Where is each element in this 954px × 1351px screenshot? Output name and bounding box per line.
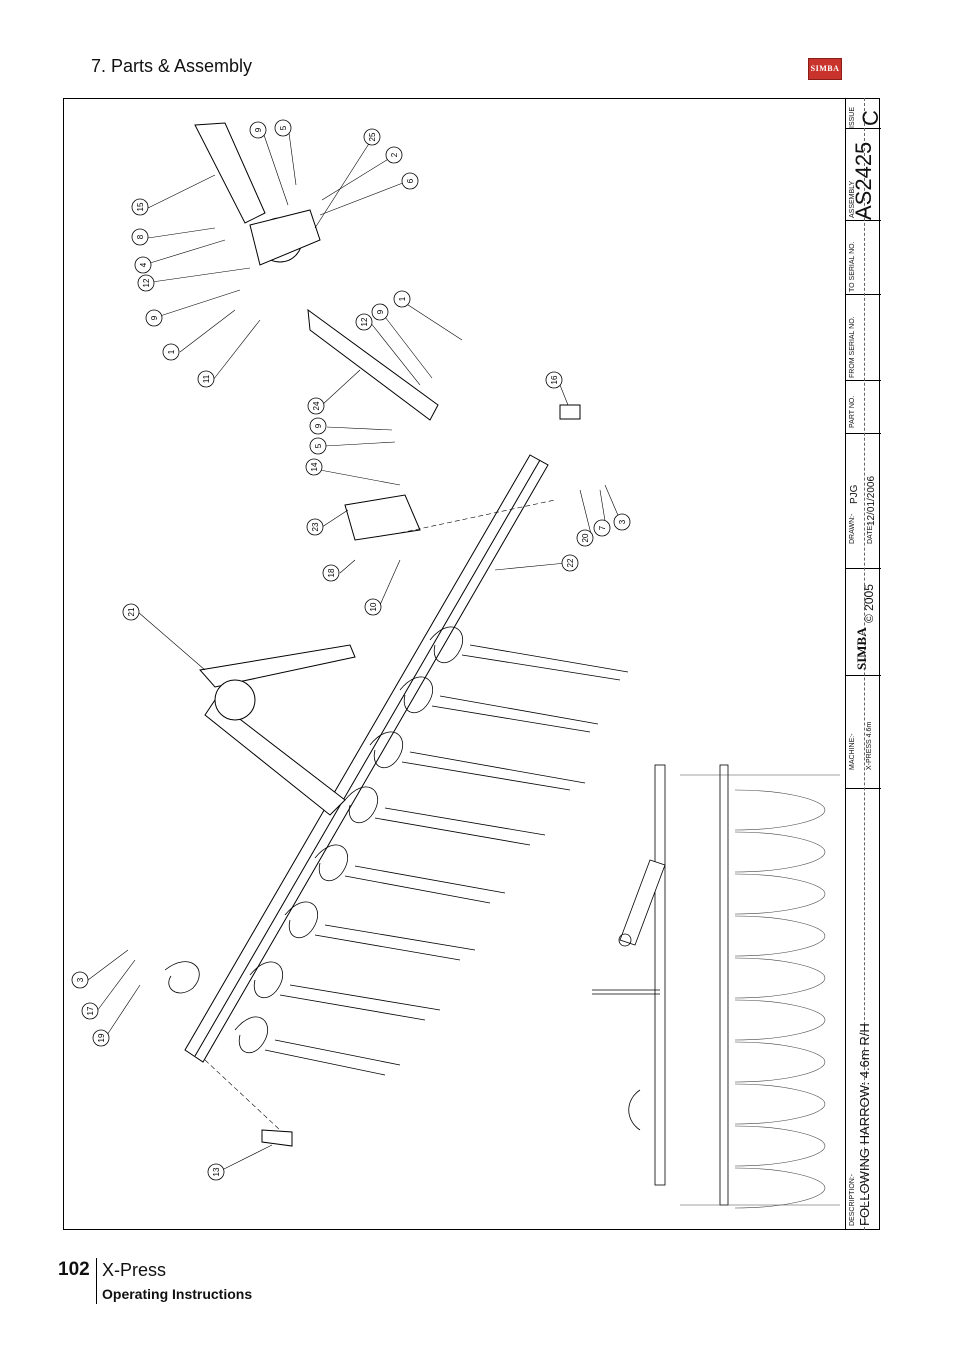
drawing-frame (63, 98, 880, 1230)
callout-circle (593, 519, 611, 537)
callout-circle (309, 437, 327, 455)
footer-divider (96, 1258, 97, 1304)
callout-label: 21 (127, 607, 136, 616)
drawn-value: PJG (849, 484, 860, 504)
page-number: 102 (58, 1259, 90, 1280)
description-label: DESCRIPTION:- (849, 1173, 856, 1226)
callout-circle (306, 518, 324, 536)
issue-value: C (858, 110, 883, 126)
callout-circle (576, 529, 594, 547)
machine-value: X-PRESS 4.6m (866, 721, 873, 770)
callout-circle (305, 458, 323, 476)
callout-label: 2 (390, 152, 399, 157)
issue-label: ISSUE (849, 106, 856, 128)
callout-circle (274, 119, 292, 137)
callout-circle (197, 370, 215, 388)
callout-circle (371, 303, 389, 321)
callout-label: 4 (139, 262, 148, 267)
callout-circle (307, 397, 325, 415)
callout-circle (561, 554, 579, 572)
callout-label: 12 (360, 317, 369, 326)
callout-label: 1 (167, 349, 176, 354)
callout-label: 5 (279, 125, 288, 130)
callout-label: 20 (581, 533, 590, 542)
callout-label: 3 (76, 977, 85, 982)
callout-circle (393, 290, 411, 308)
callout-label: 22 (566, 558, 575, 567)
callout-circle (131, 198, 149, 216)
date-value: 12/01/2006 (866, 475, 877, 526)
callout-circle (309, 417, 327, 435)
callout-circle (249, 121, 267, 139)
part-no-label: PART NO. (849, 395, 856, 428)
callout-label: 19 (97, 1033, 106, 1042)
callout-label: 18 (327, 568, 336, 577)
callout-circle (385, 146, 403, 164)
callout-label: 17 (86, 1006, 95, 1015)
callout-label: 6 (406, 178, 415, 183)
callout-label: 10 (369, 602, 378, 611)
callout-label: 8 (136, 234, 145, 239)
callout-label: 3 (618, 519, 627, 524)
simba-logo: SIMBA (808, 58, 842, 80)
callout-circle (363, 128, 381, 146)
copyright: © 2005 (862, 584, 876, 623)
callout-label: 9 (150, 315, 159, 320)
callout-circle (355, 313, 373, 331)
callout-circle (207, 1163, 225, 1181)
callout-circle (322, 564, 340, 582)
callout-circle (134, 256, 152, 274)
callout-label: 16 (550, 375, 559, 384)
callout-circle (145, 309, 163, 327)
callout-label: 9 (314, 423, 323, 428)
callout-label: 9 (254, 127, 263, 132)
callout-label: 15 (136, 202, 145, 211)
callout-circle (81, 1002, 99, 1020)
callout-label: 14 (310, 462, 319, 471)
section-title: 7. Parts & Assembly (91, 56, 253, 76)
callout-label: 24 (312, 401, 321, 410)
callout-label: 12 (142, 278, 151, 287)
callout-circle (162, 343, 180, 361)
callout-label: 13 (212, 1167, 221, 1176)
callout-label: 11 (202, 374, 211, 383)
callout-label: 25 (368, 132, 377, 141)
callout-label: 5 (314, 443, 323, 448)
manual-type: Operating Instructions (102, 1286, 253, 1302)
callout-circle (137, 274, 155, 292)
drawn-label: DRAWN:- (849, 513, 856, 544)
title-block: ISSUE C ASSEMBLY AS2425 TO SERIAL NO. FR… (845, 98, 883, 1230)
callout-label: 1 (398, 296, 407, 301)
callout-label: 9 (376, 309, 385, 314)
callout-circle (364, 598, 382, 616)
callout-circle (545, 371, 563, 389)
callout-label: 7 (598, 525, 607, 530)
callout-label: 23 (311, 522, 320, 531)
callout-circle (71, 971, 89, 989)
callout-circle (613, 513, 631, 531)
description-value: FOLLOWING HARROW: 4.6m R/H (857, 1023, 872, 1226)
exploded-parts-drawing: 9 5 25 2 6 15 8 4 12 9 1 11 12 9 1 24 9 … (71, 119, 840, 1209)
assembly-value: AS2425 (851, 141, 876, 220)
callout-circle (92, 1029, 110, 1047)
machine-label: MACHINE:- (849, 733, 856, 770)
to-serial-label: TO SERIAL NO. (849, 241, 856, 292)
product-name: X-Press (102, 1260, 167, 1280)
title-block-brand: SIMBA (854, 627, 869, 670)
from-serial-label: FROM SERIAL NO. (849, 316, 856, 378)
callout-circle (401, 172, 419, 190)
callout-circle (122, 603, 140, 621)
callout-circle (131, 228, 149, 246)
